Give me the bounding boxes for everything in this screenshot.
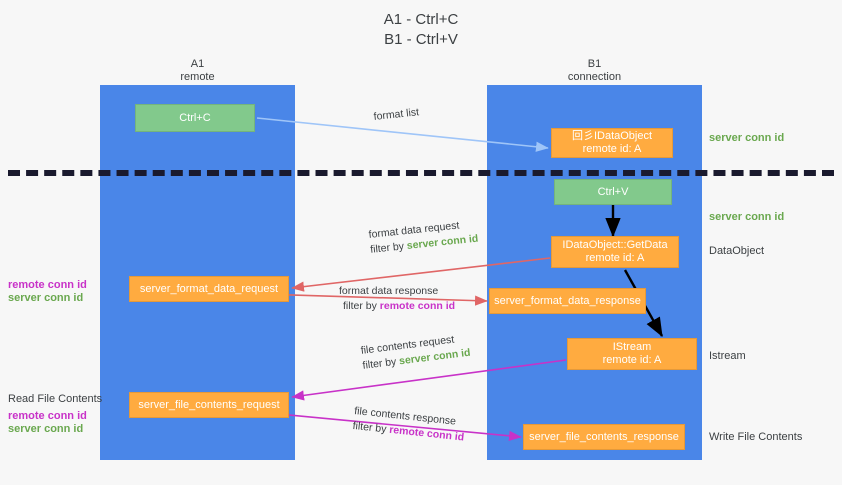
label-remote-conn-id-bottom: remote conn id [8, 410, 87, 422]
label-read-file-contents: Read File Contents [8, 393, 103, 405]
label-server-conn-id-bottom: server conn id [8, 423, 84, 435]
box-server-file-contents-response[interactable]: server_file_contents_response [523, 424, 685, 450]
label-dataobject: DataObject [709, 245, 765, 257]
label-istream: Istream [709, 350, 746, 362]
annotation-format-data-response: format data response filter by remote co… [339, 284, 455, 314]
box-server-format-data-request-label: server_format_data_request [139, 282, 279, 295]
filter-prefix-3: filter by [361, 355, 400, 372]
box-server-format-data-response[interactable]: server_format_data_response [489, 288, 646, 314]
box-getdata-line2: remote id: A [585, 252, 645, 264]
box-ctrl-v[interactable]: Ctrl+V [554, 179, 672, 205]
box-server-file-contents-request[interactable]: server_file_contents_request [129, 392, 289, 418]
box-idataobject-line1: 回彡IDataObject [571, 130, 653, 142]
annotation-format-list-text: format list [373, 106, 420, 123]
label-write-file-contents: Write File Contents [709, 431, 803, 443]
title-line-1: A1 - Ctrl+C [383, 11, 459, 28]
column-header-b1: B1 connection [487, 58, 702, 84]
box-ctrl-v-line1: Ctrl+V [597, 185, 629, 198]
box-server-format-data-response-label: server_format_data_response [494, 294, 641, 307]
box-istream-line2: remote id: A [602, 354, 662, 366]
column-header-b1-name: B1 [587, 58, 602, 70]
box-idataobject[interactable]: 回彡IDataObject remote id: A [551, 128, 673, 158]
column-header-a1: A1 remote [100, 58, 295, 84]
annotation-file-contents-request: file contents request filter by server c… [360, 331, 471, 374]
column-header-b1-sub: connection [567, 71, 622, 83]
page-title: A1 - Ctrl+C B1 - Ctrl+V [0, 10, 842, 50]
column-header-a1-sub: remote [180, 71, 215, 83]
label-server-conn-id-second: server conn id [709, 211, 785, 223]
box-istream[interactable]: IStream remote id: A [567, 338, 697, 370]
box-istream-line1: IStream [612, 341, 652, 353]
label-server-conn-id-top: server conn id [709, 132, 785, 144]
box-idataobject-line2: remote id: A [582, 143, 642, 155]
title-line-2: B1 - Ctrl+V [384, 31, 458, 48]
label-remote-conn-id-mid: remote conn id [8, 279, 87, 291]
filter-value-2: remote conn id [379, 300, 456, 312]
annotation-format-data-response-line1: format data response [339, 285, 439, 297]
filter-prefix-1: filter by [369, 240, 408, 256]
box-server-file-contents-response-label: server_file_contents_response [529, 430, 679, 443]
box-ctrl-c-line1: Ctrl+C [179, 111, 211, 124]
box-server-format-data-request[interactable]: server_format_data_request [129, 276, 289, 302]
label-server-conn-id-mid: server conn id [8, 292, 84, 304]
box-idataobject-getdata[interactable]: IDataObject::GetData remote id: A [551, 236, 679, 268]
annotation-file-contents-response: file contents response filter by remote … [352, 404, 467, 446]
annotation-format-list: format list [373, 105, 420, 125]
column-header-a1-name: A1 [190, 58, 205, 70]
box-getdata-line1: IDataObject::GetData [562, 239, 668, 251]
box-ctrl-c[interactable]: Ctrl+C [135, 104, 255, 132]
filter-prefix-2: filter by [343, 300, 380, 312]
box-server-file-contents-request-label: server_file_contents_request [138, 398, 280, 411]
annotation-format-data-request: format data request filter by server con… [368, 217, 479, 258]
annotation-format-data-response-filter: filter by remote conn id [339, 299, 455, 314]
dashed-divider [8, 170, 834, 176]
filter-prefix-4: filter by [352, 419, 390, 436]
